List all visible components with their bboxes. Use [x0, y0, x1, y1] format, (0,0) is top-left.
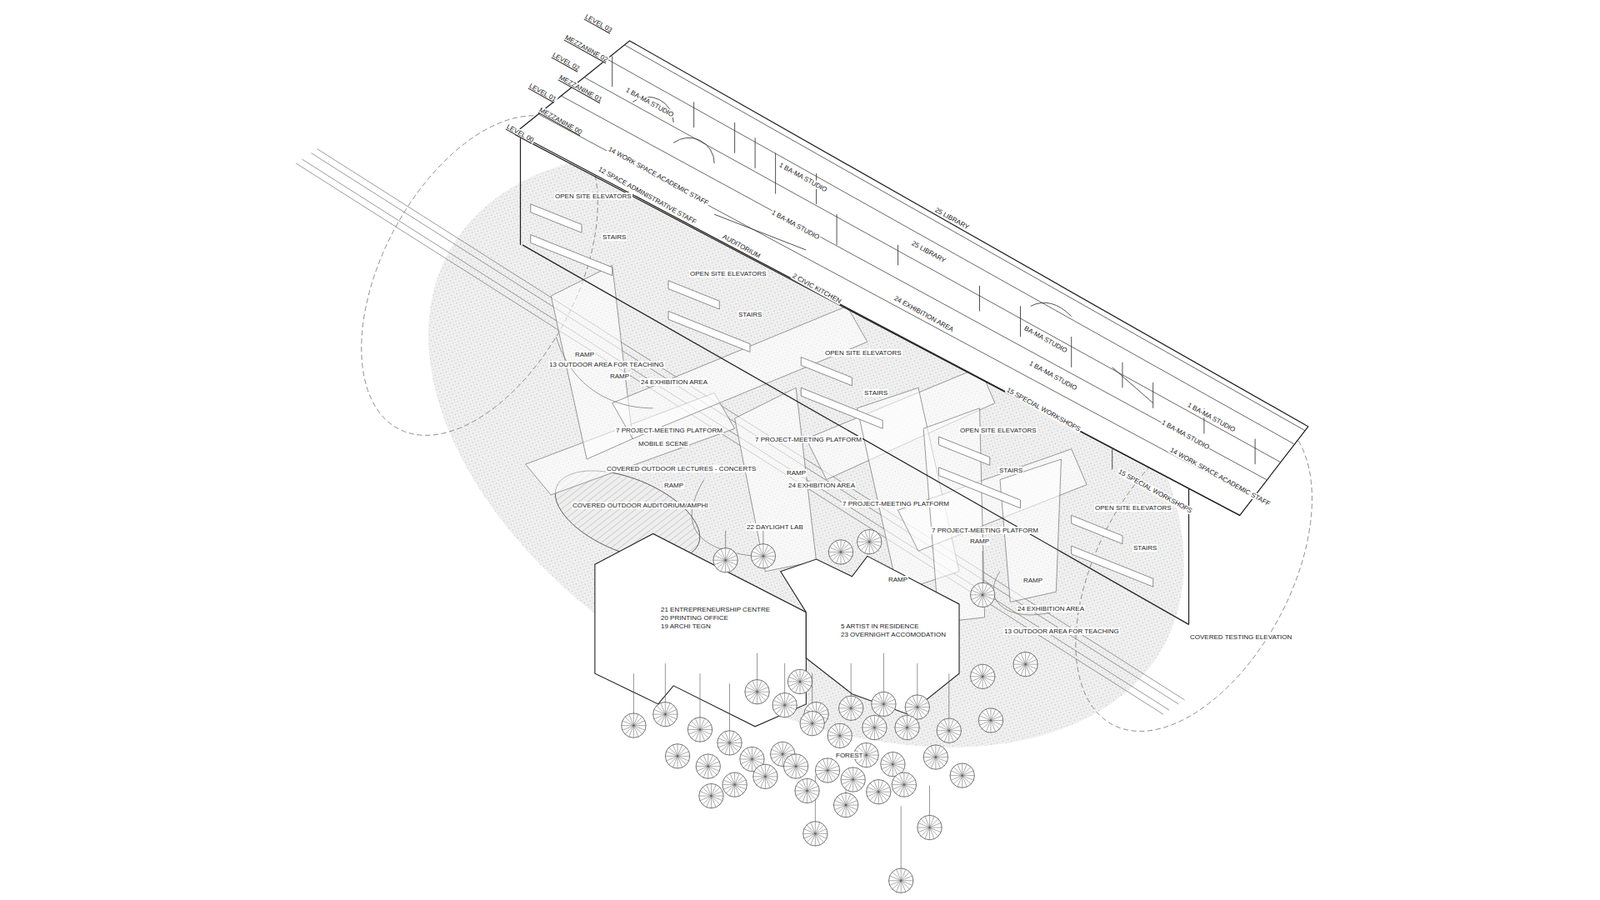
- plan-label: RAMP: [969, 537, 990, 545]
- plan-label: 13 OUTDOOR AREA FOR TEACHING: [548, 360, 665, 369]
- plan-label: 7 PROJECT-MEETING PLATFORM: [754, 435, 863, 444]
- plan-label: 7 PROJECT-MEETING PLATFORM: [841, 500, 950, 508]
- plan-label: OPEN SITE ELEVATORS: [554, 192, 633, 200]
- plan-label: 20 PRINTING OFFICE: [660, 614, 730, 622]
- level-label: LEVEL 03: [583, 12, 615, 35]
- plan-label: COVERED OUTDOOR AUDITORIUM/AMPHI: [571, 501, 710, 510]
- plan-label: OPEN SITE ELEVATORS: [959, 426, 1038, 435]
- level-label: LEVEL 01: [527, 81, 559, 104]
- plan-label: 7 PROJECT-MEETING PLATFORM: [930, 526, 1040, 535]
- plan-label: 23 OVERNIGHT ACCOMODATION: [840, 630, 947, 639]
- plan-label: MOBILE SCENE: [637, 440, 690, 448]
- plan-label: RAMP: [785, 469, 807, 477]
- plan-label: 5 ARTIST IN RESIDENCE: [840, 622, 920, 630]
- plan-label: RAMP: [609, 372, 630, 380]
- plan-label: RAMP: [887, 575, 909, 584]
- plan-label: 24 EXHIBITION AREA: [640, 378, 709, 386]
- plan-label: STAIRS: [998, 466, 1024, 475]
- plan-label: 19 ARCHI TEGN: [660, 622, 712, 630]
- plan-label: STAIRS: [601, 233, 627, 241]
- plan-label: 13 OUTDOOR AREA FOR TEACHING: [1003, 627, 1120, 635]
- plan-label: COVERED TESTING ELEVATION: [1189, 633, 1293, 641]
- plan-label: 22 DAYLIGHT LAB: [745, 523, 805, 531]
- plan-label: COVERED OUTDOOR LECTURES - CONCERTS: [605, 465, 757, 473]
- plan-label: OPEN SITE ELEVATORS: [824, 349, 903, 357]
- plan-label: OPEN SITE ELEVATORS: [689, 270, 768, 278]
- plan-label: RAMP: [574, 350, 595, 359]
- plan-label: RAMP: [1022, 576, 1044, 585]
- plan-label: 24 EXHIBITION AREA: [1016, 605, 1085, 613]
- plan-label: RAMP: [663, 481, 685, 490]
- plan-label: 7 PROJECT-MEETING PLATFORM: [615, 426, 724, 435]
- level-label: LEVEL 02: [550, 50, 582, 73]
- plan-label: FOREST: [835, 751, 864, 760]
- plan-label: STAIRS: [863, 389, 889, 397]
- plan-label: STAIRS: [1132, 544, 1158, 552]
- plan-label: STAIRS: [737, 310, 763, 319]
- plan-label: OPEN SITE ELEVATORS: [1094, 504, 1173, 512]
- plan-label: 24 EXHIBITION AREA: [787, 481, 856, 490]
- plan-label: 21 ENTREPRENEURSHIP CENTRE: [660, 605, 771, 614]
